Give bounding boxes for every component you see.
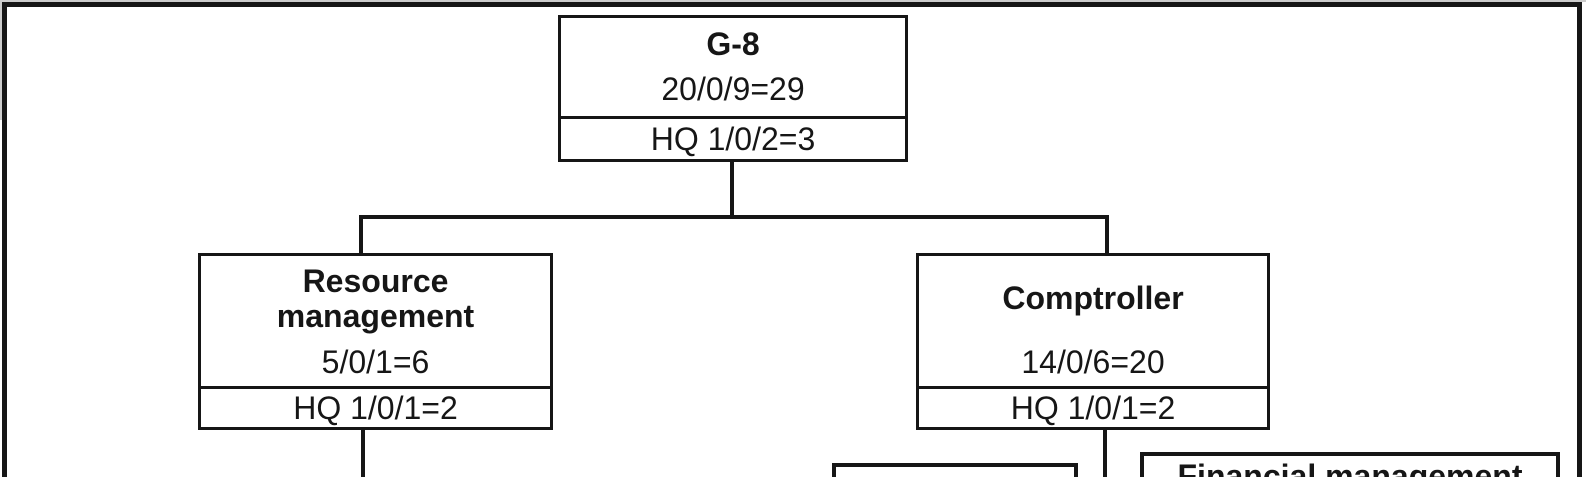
connector-horizontal-bar [359,215,1109,219]
org-node-resource-main: Resource management 5/0/1=6 [201,256,550,386]
org-node-resource-title-zone: Resource management [277,263,474,335]
connector-below-comptroller [1103,428,1107,477]
connector-g8-riser [730,160,734,217]
org-node-g8-title-zone: G-8 [706,27,759,62]
node-strength: 14/0/6=20 [1021,343,1165,380]
org-node-resource-management: Resource management 5/0/1=6 HQ 1/0/1=2 [198,253,553,430]
window-top-edge [0,0,1586,2]
org-node-comptroller: Comptroller 14/0/6=20 HQ 1/0/1=2 [916,253,1270,430]
connector-drop-comptroller [1105,218,1109,255]
org-node-g8-main: G-8 20/0/9=29 [561,18,905,116]
org-node-unlabeled-partial [832,463,1078,477]
node-title: Financial management [1177,458,1523,477]
node-title: Resource management [276,262,475,334]
node-title: Comptroller [1002,280,1184,316]
node-hq-strength: HQ 1/0/2=3 [561,116,905,159]
connector-drop-resource [359,218,363,255]
node-title: G-8 [706,26,760,62]
node-strength: 20/0/9=29 [661,71,805,107]
node-strength: 5/0/1=6 [321,343,430,380]
node-hq-strength: HQ 1/0/1=2 [201,386,550,427]
node-hq-strength: HQ 1/0/1=2 [919,386,1267,427]
org-node-financial-management: Financial management [1140,452,1560,477]
connector-below-resource [361,428,365,477]
org-node-g8: G-8 20/0/9=29 HQ 1/0/2=3 [558,15,908,162]
org-node-comptroller-title-zone: Comptroller [1002,263,1183,335]
org-node-financial-main: Financial management [1144,456,1556,477]
window-left-edge [0,0,2,120]
org-node-comptroller-main: Comptroller 14/0/6=20 [919,256,1267,386]
